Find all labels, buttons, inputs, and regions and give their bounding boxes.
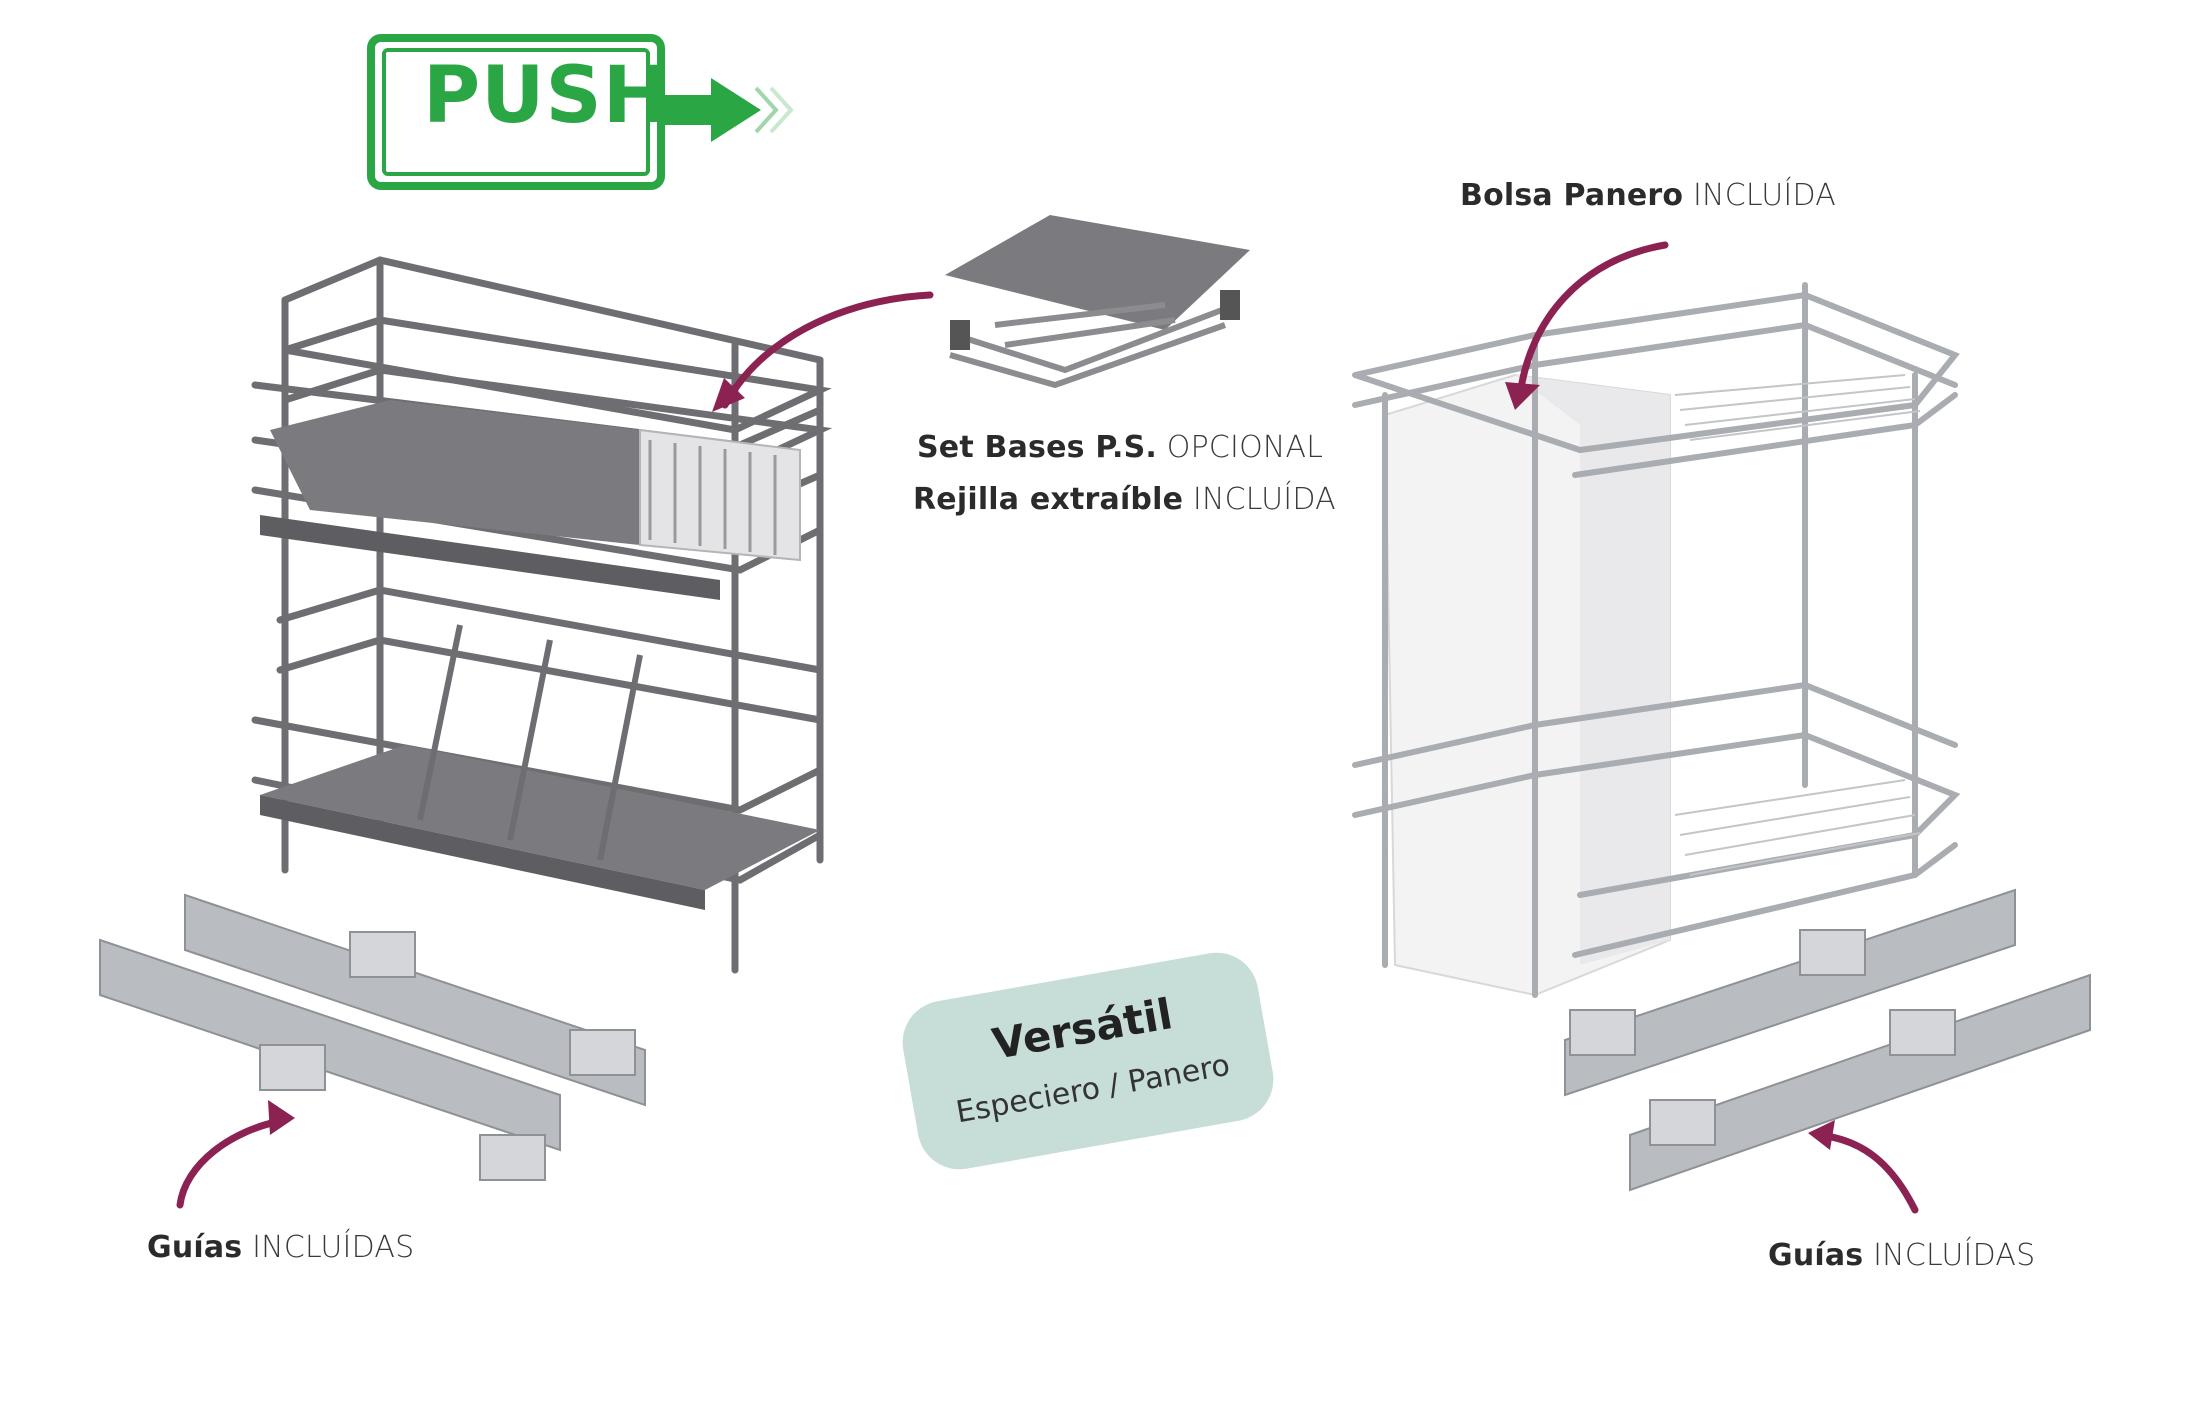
rejilla-label-bold: Rejilla extraíble xyxy=(913,482,1184,517)
curved-arrow-icon xyxy=(1816,1131,1919,1214)
set-bases-label-light: OPCIONAL xyxy=(1166,430,1324,465)
dark-basket-image xyxy=(251,256,833,974)
push-logo: PUSH xyxy=(366,33,796,191)
chrome-basket-image xyxy=(1352,282,1961,998)
rejilla-label-light: INCLUÍDA xyxy=(1192,482,1336,517)
push-logo-graphic xyxy=(367,34,794,190)
curved-arrow-icon xyxy=(1516,241,1669,399)
guias-left-label: Guías INCLUÍDAS xyxy=(147,1230,414,1265)
bolsa-panero-label: Bolsa Panero INCLUÍDA xyxy=(1460,178,1836,213)
push-logo-text: PUSH xyxy=(423,51,669,141)
left-rails-image xyxy=(99,893,646,1181)
bolsa-label-bold: Bolsa Panero xyxy=(1460,178,1684,213)
right-rails-image xyxy=(1564,888,2091,1192)
optional-base-set-image xyxy=(945,215,1250,389)
curved-arrow-icon xyxy=(176,1116,289,1209)
set-bases-label: Set Bases P.S. OPCIONAL xyxy=(917,430,1323,465)
guias-left-label-light: INCLUÍDAS xyxy=(252,1230,415,1265)
guias-right-label: Guías INCLUÍDAS xyxy=(1768,1238,2035,1273)
curved-arrow-icon xyxy=(721,291,934,409)
bolsa-label-light: INCLUÍDA xyxy=(1693,178,1836,213)
rejilla-label: Rejilla extraíble INCLUÍDA xyxy=(913,482,1336,517)
guias-right-label-light: INCLUÍDAS xyxy=(1873,1238,2036,1273)
guias-right-label-bold: Guías xyxy=(1768,1238,1864,1273)
guias-left-label-bold: Guías xyxy=(147,1230,243,1265)
set-bases-label-bold: Set Bases P.S. xyxy=(917,430,1158,465)
